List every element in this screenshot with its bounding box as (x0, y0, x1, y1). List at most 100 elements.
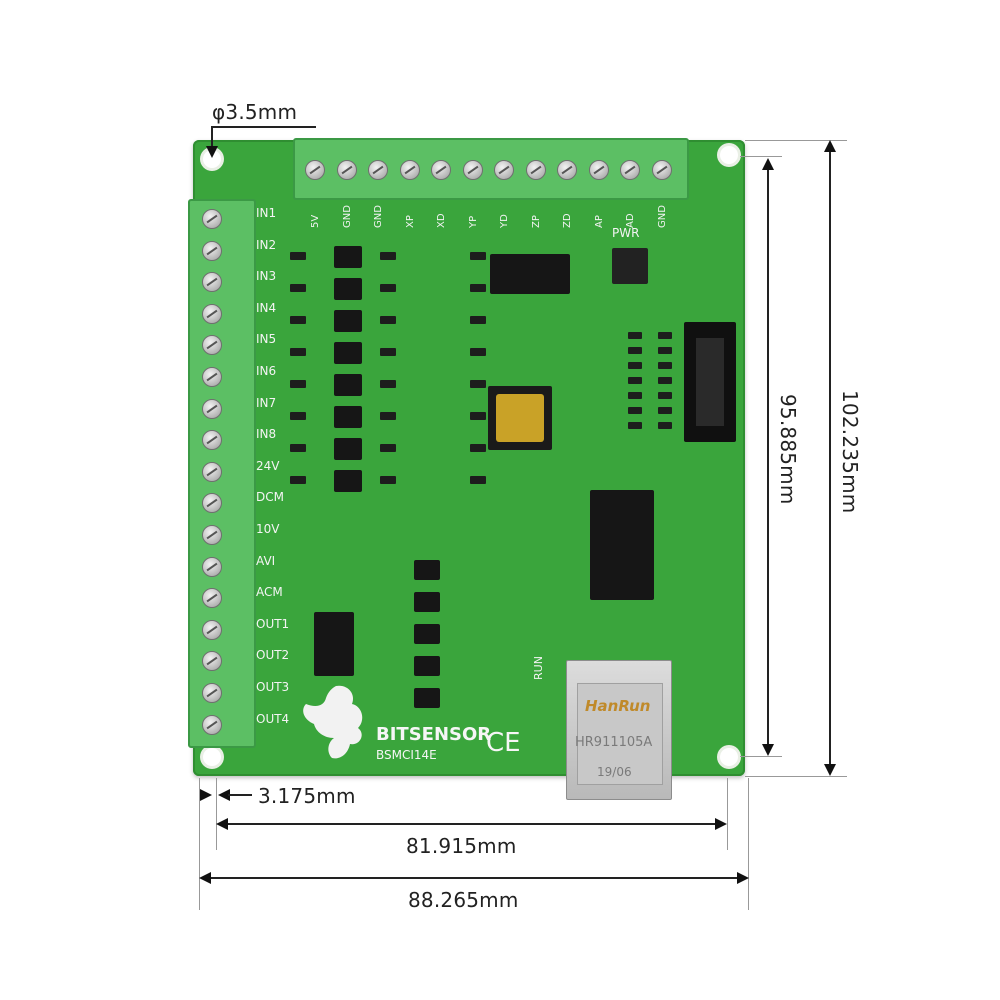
outer-width-arrow-right (737, 872, 749, 884)
smd-resistor (380, 284, 396, 292)
smd-resistor (290, 476, 306, 484)
top-terminal-label: XP (404, 215, 416, 228)
optocoupler (414, 688, 440, 708)
smd-resistor (380, 444, 396, 452)
smd-resistor (290, 444, 306, 452)
brand-label: BITSENSOR (376, 724, 492, 745)
smd-resistor (628, 422, 642, 429)
optocoupler (414, 560, 440, 580)
inner-width-line (222, 823, 722, 825)
left-terminal-label: IN6 (256, 364, 277, 378)
smd-resistor (380, 476, 396, 484)
top-terminal-label: XD (436, 213, 447, 228)
ext-line-left-outer (199, 778, 200, 910)
left-terminal-label: OUT4 (256, 711, 290, 726)
mounting-hole-top-right (720, 146, 738, 164)
idc-header (684, 322, 736, 442)
terminal-screw (494, 160, 514, 180)
ext-line-right-outer (748, 778, 749, 910)
terminal-screw (202, 525, 222, 545)
left-terminal-label: IN8 (256, 427, 277, 442)
mcu-chip (488, 386, 552, 450)
outer-width-line (205, 877, 743, 879)
top-terminal-label: GND (656, 205, 668, 228)
left-terminal-label: IN7 (256, 395, 277, 410)
smd-resistor (658, 377, 672, 384)
smd-resistor (470, 348, 486, 356)
offset-line (228, 794, 252, 796)
offset-arrow-left (218, 789, 230, 801)
smd-resistor (658, 332, 672, 339)
smd-resistor (628, 377, 642, 384)
optocoupler (334, 374, 362, 396)
top-terminal-label: GND (373, 205, 384, 228)
optocoupler (334, 406, 362, 428)
left-terminal-label: OUT3 (256, 680, 290, 694)
terminal-screw (336, 160, 357, 180)
top-terminal-label: AP (593, 215, 605, 228)
hole-leader-arrow (206, 146, 218, 158)
optocoupler (334, 438, 362, 460)
smd-resistor (290, 316, 306, 324)
smd-resistor (628, 392, 642, 399)
terminal-screw (651, 160, 672, 180)
left-terminal-label: IN1 (256, 206, 277, 220)
smd-resistor (470, 380, 486, 388)
hole-diameter-line (212, 126, 316, 128)
smd-resistor (380, 316, 396, 324)
optocoupler (414, 656, 440, 676)
outer-height-line (829, 148, 831, 768)
eagle-logo-icon (303, 685, 363, 759)
smd-resistor (470, 444, 486, 452)
top-terminal-label: YD (499, 214, 510, 228)
ext-line-top-outer (745, 140, 847, 141)
terminal-screw (462, 160, 483, 180)
top-terminal-label: ZD (562, 213, 573, 228)
model-label: BSMCI14E (376, 748, 437, 762)
smd-resistor (380, 348, 396, 356)
outer-height-label: 102.235mm (838, 390, 862, 514)
ic-chip-top (490, 254, 570, 294)
ethernet-brand: HanRun (585, 697, 651, 715)
terminal-screw (202, 367, 222, 387)
inner-width-label: 81.915mm (406, 834, 517, 858)
terminal-screw (202, 651, 222, 672)
terminal-screw (202, 493, 222, 514)
terminal-screw (202, 272, 222, 293)
outer-height-arrow-bottom (824, 764, 836, 776)
smd-resistor (290, 252, 306, 260)
left-terminal-label: OUT1 (256, 616, 290, 631)
left-terminal-label: 24V (256, 458, 280, 473)
ext-line-bottom-outer (745, 776, 847, 777)
terminal-screw (399, 160, 420, 180)
smd-resistor (628, 362, 642, 369)
smd-resistor (658, 392, 672, 399)
terminal-screw (557, 160, 577, 180)
ext-line-top-inner (740, 156, 782, 157)
terminal-screw (525, 160, 546, 180)
smd-resistor (290, 348, 306, 356)
smd-resistor (380, 252, 396, 260)
ethernet-jack: HanRun HR911105A 19/06 (566, 660, 672, 800)
left-terminal-label: ACM (256, 585, 283, 600)
hole-diameter-label: φ3.5mm (212, 100, 298, 124)
smd-resistor (658, 362, 672, 369)
inner-width-arrow-left (216, 818, 228, 830)
smd-resistor (380, 380, 396, 388)
pwr-label: PWR (612, 226, 640, 240)
terminal-screw (202, 430, 222, 451)
terminal-screw (202, 240, 222, 261)
smd-resistor (290, 380, 306, 388)
inner-height-line (767, 166, 769, 748)
left-terminal-label: IN2 (256, 237, 277, 252)
terminal-screw (202, 588, 222, 609)
optocoupler (334, 246, 362, 268)
smd-resistor (658, 422, 672, 429)
smd-resistor (628, 332, 642, 339)
voltage-regulator (612, 248, 648, 284)
smd-resistor (658, 407, 672, 414)
top-terminal-block (293, 138, 689, 200)
optocoupler (334, 470, 362, 492)
ext-line-left-inner (216, 778, 217, 850)
smd-resistor (470, 252, 486, 260)
